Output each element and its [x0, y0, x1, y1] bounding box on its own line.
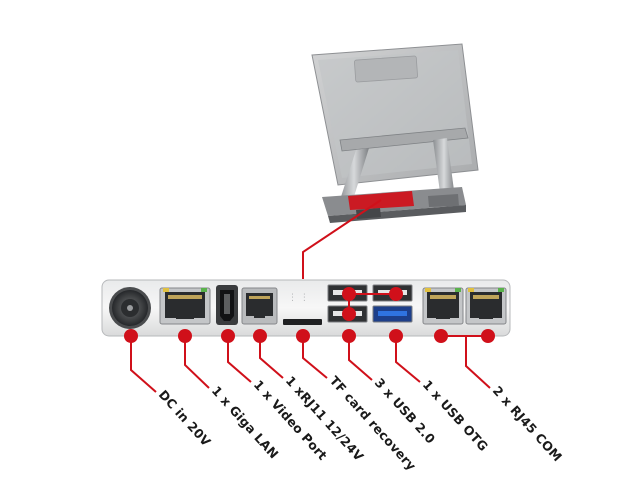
callout-dot-usb2-a: [342, 287, 356, 301]
callout-line-usb2: [348, 336, 373, 381]
callout-line-video: [227, 336, 252, 383]
hdmi-port-icon: [216, 285, 238, 325]
callout-dot-tf: [296, 329, 310, 343]
callout-dot-com-a: [434, 329, 448, 343]
callout-line-tf: [302, 336, 328, 379]
rj11-port-icon: [241, 287, 278, 325]
callout-dots: [124, 287, 495, 343]
io-panel: ⋮ ⋮: [101, 279, 511, 337]
callout-dot-usb2-c: [342, 307, 356, 321]
terminal-connector-line: [302, 199, 382, 279]
ethernet-port-icon: [159, 287, 211, 325]
sd-card-slot-icon: ⋮ ⋮: [283, 293, 322, 325]
callout-line-rj11: [259, 336, 284, 379]
label-rj45-com: 2 x RJ45 COM: [490, 383, 565, 464]
dc-power-jack-icon: [109, 287, 151, 329]
callout-line-com: [465, 336, 491, 389]
callout-dot-rj11: [253, 329, 267, 343]
port-labels: DC in 20V 1 x Giga LAN 1 x Video Port 1 …: [156, 373, 565, 473]
callout-dot-lan: [178, 329, 192, 343]
rj45-com-port-icon: [465, 287, 507, 325]
svg-text:⋮ ⋮: ⋮ ⋮: [288, 293, 309, 303]
rj45-com-port-icon: [422, 287, 464, 325]
callout-line-lan: [184, 336, 210, 389]
label-tf-card: TF card recovery: [327, 373, 419, 473]
callout-line-otg: [395, 336, 421, 383]
callout-dot-com-b: [481, 329, 495, 343]
callout-dot-dc: [124, 329, 138, 343]
callout-dot-video: [221, 329, 235, 343]
callout-dot-usb2-b: [389, 287, 403, 301]
callout-dot-otg: [389, 329, 403, 343]
usb-otg-port-icon: [372, 305, 413, 323]
callout-line-dc: [130, 336, 157, 393]
label-dc-in: DC in 20V: [156, 387, 214, 449]
callout-dot-usb2: [342, 329, 356, 343]
pos-terminal-rear-icon: [311, 43, 479, 223]
